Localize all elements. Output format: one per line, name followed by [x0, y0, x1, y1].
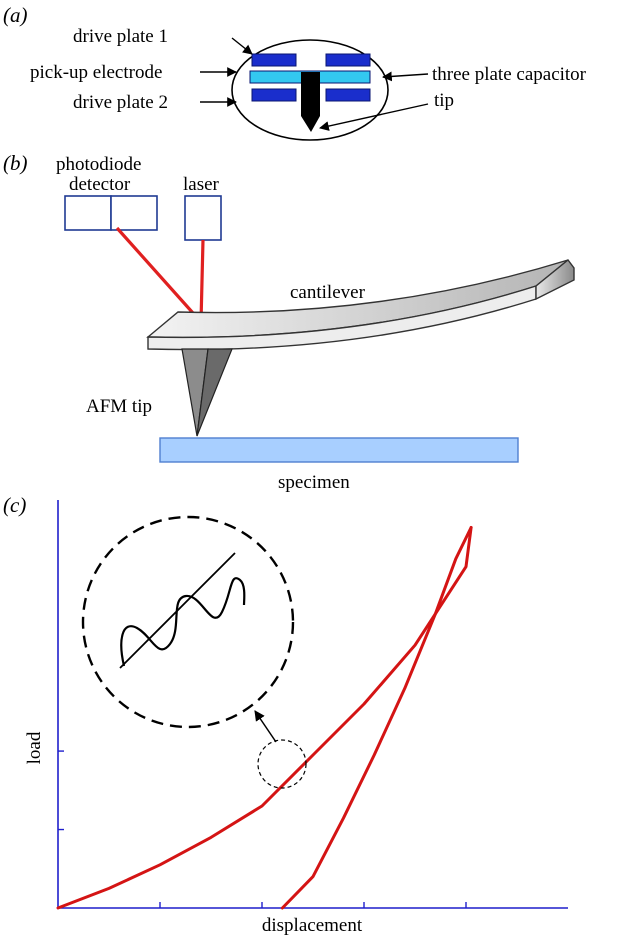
photodiode-detector-cell-left [64, 195, 112, 231]
series-loading-curve [56, 526, 473, 910]
label-photodiode-line2: detector [69, 174, 131, 195]
panel-c: (c) load displacement [3, 493, 568, 936]
panel-b-label: (b) [3, 151, 28, 175]
label-afm-tip: AFM tip [86, 396, 152, 417]
label-tip: tip [434, 90, 454, 111]
cantilever-end-face [535, 258, 575, 301]
zoom-inset [81, 515, 307, 789]
load-displacement-chart [56, 500, 568, 910]
arrow-tip [319, 103, 429, 131]
afm-tip-right-face [196, 348, 233, 437]
zoom-inset-circle [81, 515, 295, 729]
laser-source-box [184, 195, 222, 241]
label-specimen: specimen [278, 472, 350, 493]
label-drive-plate-1: drive plate 1 [73, 26, 168, 47]
series-unloading-curve [280, 526, 473, 910]
zoom-pointer-arrow [254, 710, 277, 743]
drive-plate-1-left [251, 53, 297, 67]
zoom-source-circle [257, 739, 307, 789]
indenter-tip-shape [301, 72, 320, 132]
label-three-plate-capacitor: three plate capacitor [432, 64, 587, 85]
specimen-slab [159, 437, 519, 463]
drive-plate-2-right [325, 88, 371, 102]
panel-c-label: (c) [3, 493, 26, 517]
drive-plate-2-left [251, 88, 297, 102]
label-drive-plate-2: drive plate 2 [73, 92, 168, 113]
panel-b: (b) photodiode detector laser cantilever… [3, 151, 575, 493]
photodiode-detector-cell-right [110, 195, 158, 231]
panel-a: (a) drive plate 1 pick-up electrode driv… [3, 3, 587, 141]
label-laser: laser [183, 174, 220, 195]
panel-a-label: (a) [3, 3, 28, 27]
x-axis-label: displacement [262, 915, 363, 936]
label-photodiode-line1: photodiode [56, 154, 142, 175]
y-axis-label: load [24, 731, 45, 764]
arrow-three-plate-capacitor [382, 71, 429, 82]
label-cantilever: cantilever [290, 282, 366, 303]
laser-beam [115, 226, 205, 327]
arrow-drive-plate-1 [231, 37, 253, 55]
label-pickup-electrode: pick-up electrode [30, 62, 162, 83]
inset-oscillation-wave [120, 577, 246, 667]
drive-plate-1-right [325, 53, 371, 67]
